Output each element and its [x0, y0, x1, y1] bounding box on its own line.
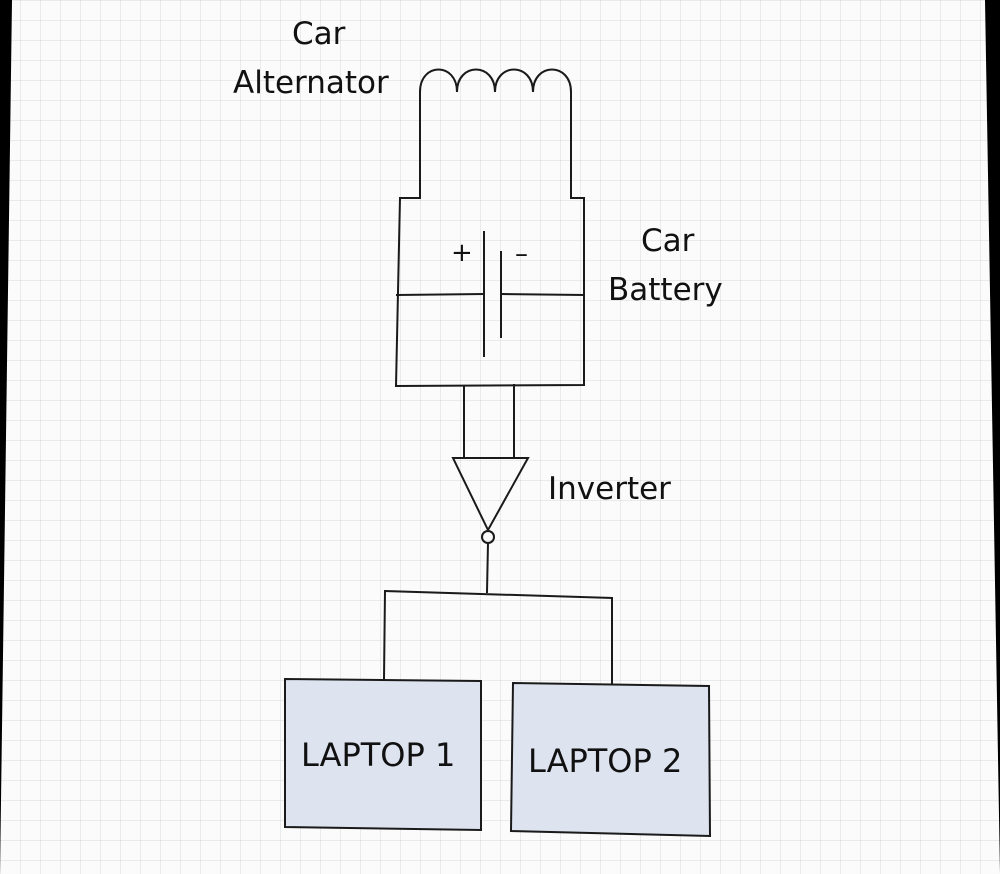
laptop-2-box	[509, 681, 712, 838]
alternator-left-lead	[399, 91, 421, 199]
battery-wire-left	[395, 292, 486, 297]
battery-minus-sign: –	[515, 239, 528, 269]
alternator-coil	[418, 68, 573, 94]
inverter-label: Inverter	[548, 471, 671, 507]
laptop1-feed-wire	[382, 589, 387, 681]
inverter-symbol	[451, 457, 530, 533]
laptop-1-box	[284, 677, 482, 832]
battery-frame	[394, 196, 585, 388]
battery-label-line1: Car	[641, 223, 695, 259]
alternator-right-lead	[570, 91, 585, 199]
laptop-1-label: LAPTOP 1	[301, 736, 455, 774]
laptop-2-label: LAPTOP 2	[528, 742, 682, 780]
laptop-bus-wire	[383, 589, 614, 600]
alternator-label-line2: Alternator	[233, 65, 389, 101]
battery-wire-right	[499, 292, 586, 297]
battery-label-line2: Battery	[608, 272, 723, 308]
alternator-label-line1: Car	[292, 16, 346, 52]
inverter-output-wire	[485, 541, 490, 594]
battery-plus-sign: +	[451, 238, 473, 268]
